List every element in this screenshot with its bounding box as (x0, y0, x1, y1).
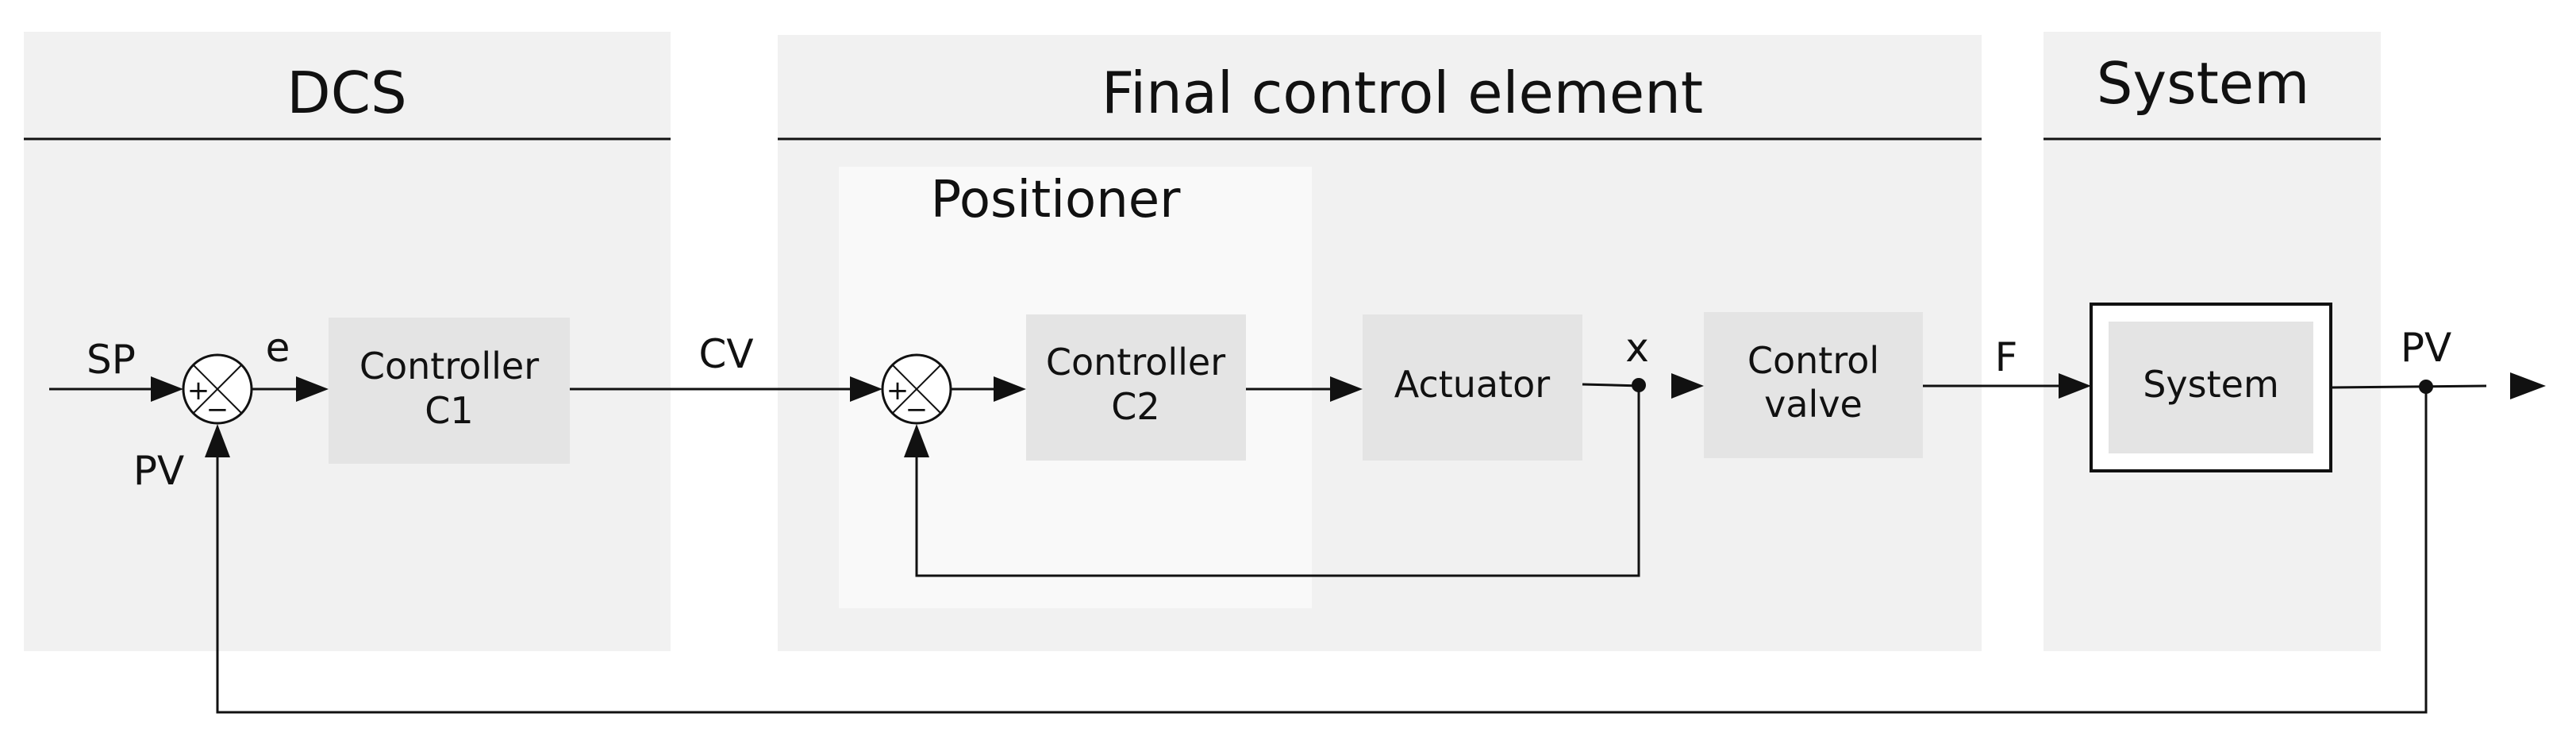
pv-branch-dot (2419, 380, 2433, 394)
control-valve-label-line1: Control (1747, 339, 1879, 382)
controller-c2-label-line2: C2 (1111, 385, 1159, 428)
outer-feedback-arrowhead (205, 424, 230, 457)
summing-junction-2-minus: − (905, 394, 929, 426)
x-label: x (1625, 325, 1649, 371)
controller-c1-label-line1: Controller (359, 345, 539, 387)
control-valve-block (1704, 312, 1923, 458)
system-block (2109, 322, 2313, 453)
outer-feedback-wire (216, 387, 2428, 714)
pv-output-wire (2330, 384, 2487, 389)
f-label: F (1995, 334, 2018, 380)
actuator-block (1363, 314, 1582, 461)
positioner-title: Positioner (931, 171, 1182, 229)
system-section-title: System (2097, 50, 2310, 117)
system-input-arrowhead (2059, 373, 2091, 399)
summing-junction-1-minus: − (206, 394, 229, 426)
e-arrowhead (296, 376, 329, 402)
controller-c1-label-line2: C1 (425, 389, 473, 432)
system-block-label: System (2143, 363, 2279, 406)
controller-c2-label-line1: Controller (1046, 341, 1225, 384)
summing-junction-2: + − (881, 353, 952, 426)
cv-arrowhead (850, 376, 882, 402)
inner-feedback-wire (915, 386, 1640, 577)
controller-c2-block (1026, 314, 1246, 461)
c2-input-arrowhead (994, 376, 1026, 402)
control-valve-label-line2: valve (1764, 383, 1863, 426)
sp-arrowhead (151, 376, 183, 402)
pv-output-label: PV (2401, 325, 2451, 371)
actuator-input-arrowhead (1330, 376, 1363, 402)
summing-junction-1: + − (182, 353, 253, 426)
cv-label: CV (698, 331, 753, 377)
x-wire (1582, 383, 1642, 387)
final-control-element-title: Final control element (1102, 60, 1703, 126)
pv-output-arrowhead (2510, 372, 2546, 399)
inner-feedback-arrowhead (904, 424, 929, 457)
e-label: e (266, 325, 290, 371)
pv-input-label: PV (133, 448, 184, 494)
actuator-label: Actuator (1394, 363, 1551, 406)
summing-junction-1-plus: + (187, 375, 210, 407)
sp-label: SP (87, 337, 136, 383)
summing-junction-2-plus: + (886, 375, 909, 407)
controller-c1-block (329, 318, 570, 464)
valve-input-arrowhead (1671, 373, 1704, 399)
dcs-title: DCS (286, 60, 406, 126)
x-branch-dot (1632, 378, 1646, 392)
